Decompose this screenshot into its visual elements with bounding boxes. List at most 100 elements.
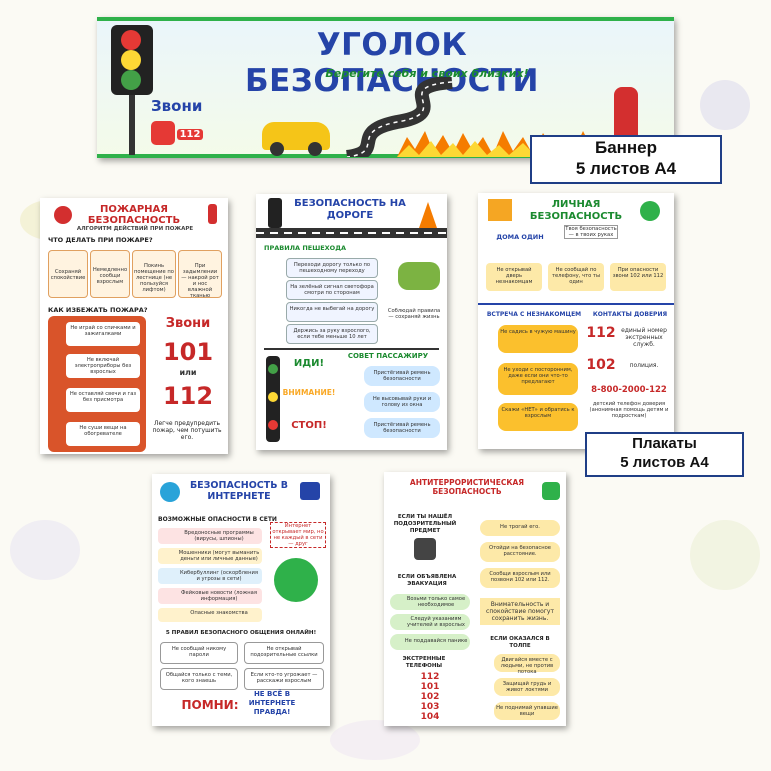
traffic-light-icon (111, 25, 153, 95)
fire-title: ПОЖАРНАЯ БЕЗОПАСНОСТЬ (87, 204, 181, 226)
posters-label-line1: Плакаты (632, 435, 697, 452)
phone-number: 102 (420, 692, 440, 702)
evac-item-card: Возьми только самое необходимое (390, 594, 470, 610)
personal-meet: ВСТРЕЧА С НЕЗНАКОМЦЕМ (486, 311, 582, 318)
posters-label-line2: 5 листов А4 (620, 454, 709, 471)
road-section: ПРАВИЛА ПЕШЕХОДА (264, 244, 347, 252)
home-item-text: При опасности звони 102 или 112 (612, 267, 664, 279)
paint-splatter (690, 520, 760, 590)
internet-rule-text: Общайся только с теми, кого знаешь (165, 672, 233, 684)
internet-section: ВОЗМОЖНЫЕ ОПАСНОСТИ В СЕТИ (158, 516, 277, 523)
car-icon (262, 122, 330, 156)
banner-top-stripe (97, 17, 674, 21)
fire-number-101: 101 (162, 338, 214, 366)
banner-call-number: 112 (177, 129, 203, 140)
personal-contacts: КОНТАКТЫ ДОВЕРИЯ (592, 311, 668, 318)
internet-rule-card: Не открывай подозрительные ссылки (244, 642, 324, 664)
road-advice: СОВЕТ ПАССАЖИРУ (347, 352, 429, 360)
found-item-text: Отойди на безопасное расстояние. (489, 545, 551, 557)
road-stripe (256, 228, 447, 238)
fire-step-text: Немедленно сообщи взрослым (92, 267, 128, 285)
fire-extinguisher-icon (208, 204, 217, 224)
fire-subtitle: АЛГОРИТМ ДЕЙСТВИЙ ПРИ ПОЖАРЕ (76, 226, 194, 232)
road-stop: СТОП! (291, 420, 327, 431)
road-rule-card: Держись за руку взрослого, если тебе мен… (286, 324, 378, 344)
divider (478, 303, 674, 305)
personal-home: ДОМА ОДИН (496, 233, 544, 241)
personal-box-text: Твоя безопасность — в твоих руках (564, 225, 618, 239)
fire-rule-text: Не играй со спичками и зажигалками (70, 325, 136, 337)
road-side-note: Соблюдай правила — сохраняй жизнь (387, 308, 441, 320)
road-rule-text: На зелёный сигнал светофора смотри по ст… (290, 284, 374, 296)
internet-rule-card: Не сообщай никому пароли (160, 642, 238, 664)
road-rule-card: Никогда не выбегай на дорогу (286, 302, 378, 322)
crowd-item-card: Двигайся вместе с людьми, не против пото… (494, 654, 560, 675)
fire-step-card: Сохраняй спокойствие (48, 250, 88, 298)
paint-splatter (10, 520, 80, 580)
evac-item-text: Не поддавайся панике (404, 638, 468, 644)
banner-label-line2: 5 листов А4 (575, 159, 677, 178)
internet-rules-title: 5 ПРАВИЛ БЕЗОПАСНОГО ОБЩЕНИЯ ОНЛАЙН! (165, 630, 317, 636)
terror-crowd: ЕСЛИ ОКАЗАЛСЯ В ТОЛПЕ (490, 636, 550, 649)
terror-title: АНТИТЕРРОРИСТИЧЕСКАЯ БЕЗОПАСНОСТЬ (409, 478, 525, 496)
banner-title: УГОЛОК БЕЗОПАСНОСТИ (244, 27, 539, 99)
safety-banner: УГОЛОК БЕЗОПАСНОСТИ Берегите себя и свои… (97, 17, 674, 158)
meet-item-text: Не уходи с посторонним, даже если они чт… (503, 367, 573, 385)
traffic-light-icon (268, 198, 282, 228)
fire-question2: КАК ИЗБЕЖАТЬ ПОЖАРА? (48, 306, 148, 314)
meet-item-text: Не садись в чужую машину (500, 329, 576, 335)
passenger-card: Не высовывай руки и голову из окна (364, 392, 440, 412)
found-item-text: Не трогай его. (500, 524, 540, 530)
meet-item-text: Скажи «НЕТ» и обратись к взрослым (501, 407, 575, 419)
danger-text: Фейковые новости (ложная информация) (181, 590, 257, 602)
traffic-light-icon (266, 356, 280, 442)
crowd-item-card: Не поднимай упавшие вещи (494, 702, 560, 720)
fire-rule-text: Не включай электроприборы без взрослых (74, 357, 132, 375)
home-item-card: Не открывай дверь незнакомцам (486, 263, 542, 291)
fire-rule-card: Не оставляй свечи и газ без присмотра (66, 388, 140, 412)
banner-label-line1: Баннер (594, 138, 658, 157)
fire-rule-text: Не оставляй свечи и газ без присмотра (69, 391, 137, 403)
terror-phones: ЭКСТРЕННЫЕ ТЕЛЕФОНЫ (402, 656, 446, 669)
danger-card: Мошенники (могут выманить деньги или лич… (158, 548, 262, 564)
road-rule-text: Переходи дорогу только по пешеходному пе… (293, 262, 371, 274)
fire-or: или (179, 368, 197, 377)
personal-safety-poster: ЛИЧНАЯ БЕЗОПАСНОСТЬ ДОМА ОДИН Твоя безоп… (478, 193, 674, 449)
fire-step-text: При задымлении — накрой рот и нос влажно… (181, 263, 219, 299)
passenger-text: Не высовывай руки и голову из окна (372, 396, 432, 408)
passenger-card: Пристёгивай ремень безопасности (364, 418, 440, 438)
terror-evac: ЕСЛИ ОБЪЯВЛЕНА ЭВАКУАЦИЯ (397, 574, 457, 587)
evac-item-text: Возьми только самое необходимое (406, 596, 466, 608)
banner-subtitle: Берегите себя и своих близких! (325, 67, 529, 80)
divider (264, 348, 439, 350)
internet-rule-card: Общайся только с теми, кого знаешь (160, 668, 238, 690)
contact-102-text: полиция. (629, 362, 659, 369)
found-item-card: Сообщи взрослым или позвони 102 или 112. (480, 568, 560, 588)
danger-text: Мошенники (могут выманить деньги или лич… (178, 550, 260, 562)
road-rule-text: Никогда не выбегай на дорогу (289, 306, 375, 312)
evac-item-card: Не поддавайся панике (390, 634, 470, 650)
internet-title: БЕЗОПАСНОСТЬ В ИНТЕРНЕТЕ (189, 480, 289, 502)
fire-question1: ЧТО ДЕЛАТЬ ПРИ ПОЖАРЕ? (48, 236, 153, 244)
phone-number: 101 (420, 682, 440, 692)
fire-step-text: Покинь помещение по лестнице (не пользуй… (134, 263, 174, 293)
banner-call-label: Звони (151, 97, 203, 115)
home-item-text: Не открывай дверь незнакомцам (495, 267, 533, 285)
posters-label: Плакаты 5 листов А4 (585, 432, 744, 477)
terror-numbers: 112 101 102 103 104 (410, 672, 450, 722)
danger-card: Вредоносные программы (вирусы, шпионы) (158, 528, 262, 544)
crowd-item-card: Защищай грудь и живот локтями (494, 678, 560, 696)
globe-lock-icon (274, 558, 318, 602)
paint-splatter (700, 80, 750, 130)
internet-safety-poster: БЕЗОПАСНОСТЬ В ИНТЕРНЕТЕ ВОЗМОЖНЫЕ ОПАСН… (152, 474, 330, 726)
fire-warning-icon (54, 206, 72, 224)
crowd-item-text: Двигайся вместе с людьми, не против пото… (500, 657, 554, 675)
fire-note: Легче предупредить пожар, чем потушить е… (152, 420, 222, 441)
anti-terror-poster: АНТИТЕРРОРИСТИЧЕСКАЯ БЕЗОПАСНОСТЬ ЕСЛИ Т… (384, 472, 566, 726)
fire-number-112: 112 (162, 382, 214, 410)
meet-item-card: Не уходи с посторонним, даже если они чт… (498, 363, 578, 395)
danger-text: Кибербуллинг (оскорбления и угрозы в сет… (179, 570, 258, 582)
meet-item-card: Не садись в чужую машину (498, 325, 578, 353)
internet-remember: ПОМНИ: (181, 698, 239, 712)
crowd-item-text: Не поднимай упавшие вещи (496, 705, 558, 717)
